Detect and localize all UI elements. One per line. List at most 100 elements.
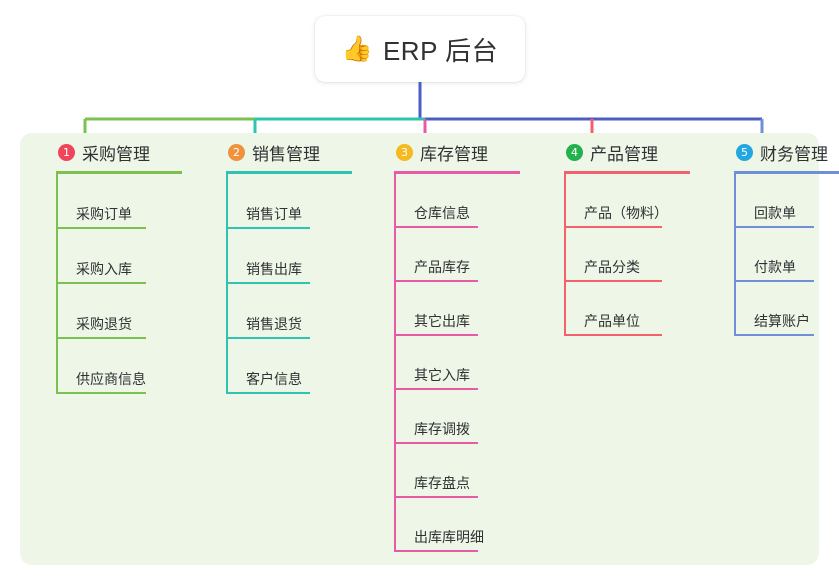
- branch-rule-1: [56, 171, 182, 174]
- branch-item-label: 仓库信息: [414, 205, 470, 221]
- branch-item[interactable]: 产品（物料）: [564, 174, 690, 228]
- branch-item-label: 结算账户: [754, 313, 810, 329]
- branch-title-1: 采购管理: [82, 144, 150, 164]
- branch-item-label: 出库库明细: [414, 529, 484, 545]
- branch-item[interactable]: 客户信息: [226, 339, 352, 394]
- branch-badge-5: 5: [736, 143, 753, 161]
- branch-items-3: 仓库信息产品库存其它出库其它入库库存调拨库存盘点出库库明细: [394, 174, 520, 552]
- branch-trunk-3: [394, 174, 396, 552]
- branch-item-label: 产品（物料）: [584, 205, 668, 221]
- branch-item-rule: [734, 334, 814, 336]
- branch-trunk-4: [564, 174, 566, 336]
- branch-item-label: 采购入库: [76, 261, 132, 277]
- branch-items-1: 采购订单采购入库采购退货供应商信息: [56, 174, 182, 394]
- thumbs-up-icon: 👍: [341, 34, 373, 63]
- root-node-label: ERP 后台: [382, 35, 499, 66]
- branch-item[interactable]: 其它入库: [394, 336, 520, 390]
- branch-item-rule: [734, 226, 814, 228]
- branch-item-rule: [226, 227, 310, 229]
- branch-title-5: 财务管理: [760, 144, 828, 164]
- branch-item[interactable]: 库存盘点: [394, 444, 520, 498]
- branch-item[interactable]: 销售退货: [226, 284, 352, 339]
- branch-header-4[interactable]: 4 产品管理: [548, 133, 690, 171]
- branch-item[interactable]: 付款单: [734, 228, 839, 282]
- branch-item-rule: [394, 388, 478, 390]
- branch-item-rule: [56, 337, 146, 339]
- branch-item[interactable]: 采购入库: [56, 229, 182, 284]
- branch-item-label: 采购退货: [76, 316, 132, 332]
- branch-header-5[interactable]: 5 财务管理: [718, 133, 839, 171]
- branch-column-5: 5 财务管理回款单付款单结算账户: [718, 133, 839, 336]
- branch-item-label: 供应商信息: [76, 371, 146, 387]
- branch-item-rule: [734, 280, 814, 282]
- branch-item-label: 销售订单: [246, 206, 302, 222]
- branch-column-1: 1 采购管理采购订单采购入库采购退货供应商信息: [40, 133, 182, 394]
- branch-item[interactable]: 供应商信息: [56, 339, 182, 394]
- branch-title-3: 库存管理: [420, 144, 488, 164]
- branch-item-rule: [564, 280, 662, 282]
- branch-title-4: 产品管理: [590, 144, 658, 164]
- branches-panel: [20, 133, 819, 565]
- branch-item-label: 产品分类: [584, 259, 640, 275]
- branch-header-1[interactable]: 1 采购管理: [40, 133, 182, 171]
- branch-item[interactable]: 库存调拨: [394, 390, 520, 444]
- branch-column-4: 4 产品管理产品（物料） 产品分类产品单位: [548, 133, 690, 336]
- branch-item-rule: [394, 442, 478, 444]
- branch-rule-2: [226, 171, 352, 174]
- branch-item-rule: [394, 496, 478, 498]
- branch-item-label: 库存调拨: [414, 421, 470, 437]
- branch-item-rule: [394, 226, 478, 228]
- branch-rule-5: [734, 171, 839, 174]
- branch-item[interactable]: 产品分类: [564, 228, 690, 282]
- branch-item-label: 客户信息: [246, 371, 302, 387]
- branch-item-label: 产品库存: [414, 259, 470, 275]
- branch-item-rule: [56, 282, 146, 284]
- branch-item-rule: [564, 334, 662, 336]
- branch-item-label: 产品单位: [584, 313, 640, 329]
- branch-item-label: 库存盘点: [414, 475, 470, 491]
- branch-badge-4: 4: [566, 143, 583, 161]
- branch-item-rule: [394, 334, 478, 336]
- branch-item-rule: [564, 226, 662, 228]
- branch-badge-2: 2: [228, 143, 245, 161]
- branch-items-4: 产品（物料） 产品分类产品单位: [564, 174, 690, 336]
- branch-item-rule: [394, 550, 478, 552]
- branch-rule-4: [564, 171, 690, 174]
- branch-item[interactable]: 产品库存: [394, 228, 520, 282]
- branch-item-rule: [226, 337, 310, 339]
- branch-trunk-5: [734, 174, 736, 336]
- branch-item[interactable]: 销售出库: [226, 229, 352, 284]
- branch-item[interactable]: 仓库信息: [394, 174, 520, 228]
- branch-item[interactable]: 采购订单: [56, 174, 182, 229]
- root-node[interactable]: 👍 ERP 后台: [315, 16, 525, 82]
- branch-item-label: 采购订单: [76, 206, 132, 222]
- branch-item-rule: [56, 392, 146, 394]
- branch-item[interactable]: 回款单: [734, 174, 839, 228]
- branch-item[interactable]: 其它出库: [394, 282, 520, 336]
- branch-badge-1: 1: [58, 143, 75, 161]
- branch-item-label: 回款单: [754, 205, 796, 221]
- branch-item[interactable]: 产品单位: [564, 282, 690, 336]
- branch-trunk-1: [56, 174, 58, 394]
- branch-trunk-2: [226, 174, 228, 394]
- branch-items-5: 回款单付款单结算账户: [734, 174, 839, 336]
- branch-item[interactable]: 出库库明细: [394, 498, 520, 552]
- branch-items-2: 销售订单销售出库销售退货客户信息: [226, 174, 352, 394]
- branch-item-label: 销售出库: [246, 261, 302, 277]
- branch-item[interactable]: 销售订单: [226, 174, 352, 229]
- branch-item-rule: [56, 227, 146, 229]
- branch-rule-3: [394, 171, 520, 174]
- branch-item-rule: [226, 392, 310, 394]
- branch-item-rule: [226, 282, 310, 284]
- branch-item-label: 付款单: [754, 259, 796, 275]
- branch-item[interactable]: 结算账户: [734, 282, 839, 336]
- branch-item-label: 其它出库: [414, 313, 470, 329]
- root-node-content: 👍 ERP 后台: [342, 31, 498, 68]
- branch-item[interactable]: 采购退货: [56, 284, 182, 339]
